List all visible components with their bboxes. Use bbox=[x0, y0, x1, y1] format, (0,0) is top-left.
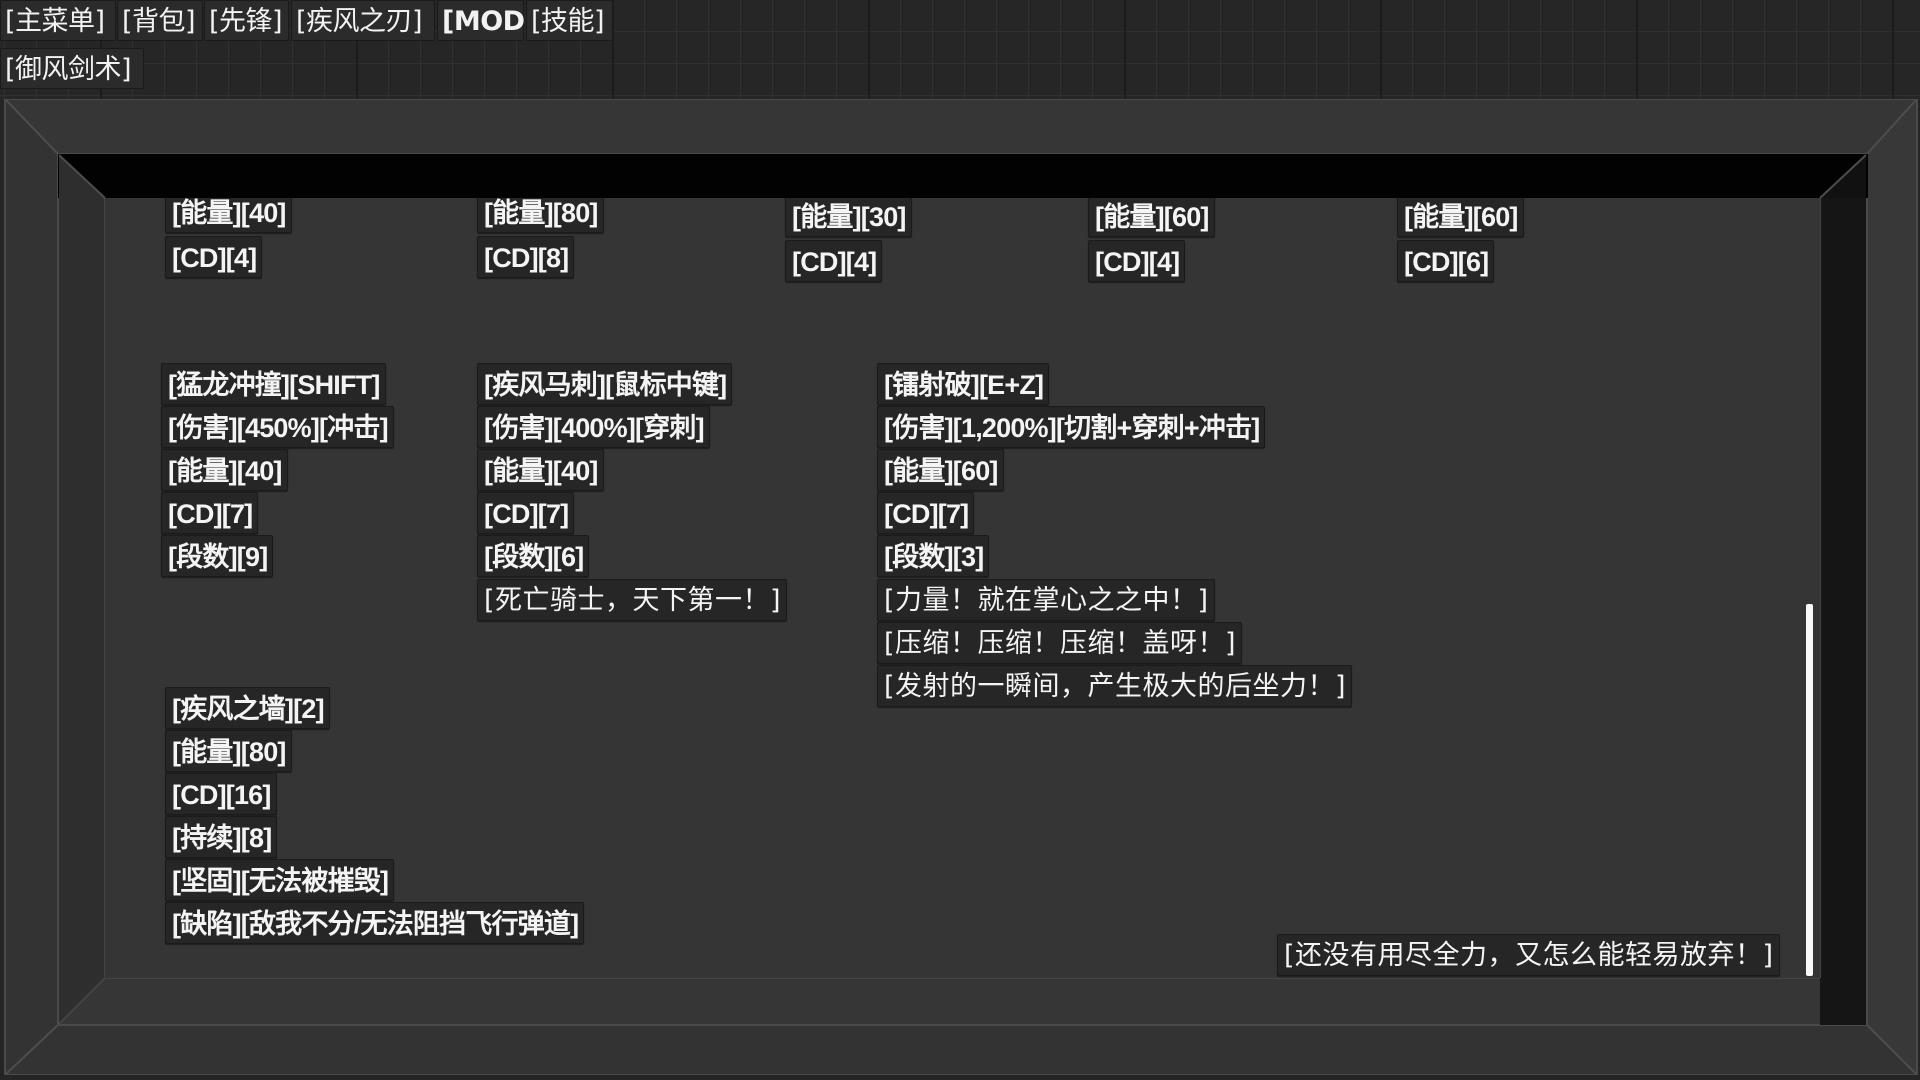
skill-gale-wall-title: [疾风之墙][2] bbox=[165, 687, 330, 729]
skill-laser-break-energy: [能量][60] bbox=[877, 449, 1004, 491]
skill-top-1-energy: [能量][40] bbox=[165, 198, 292, 233]
skill-laser-break-quote-2: [压缩！压缩！压缩！盖呀！] bbox=[877, 622, 1243, 664]
scrollbar-thumb[interactable] bbox=[1806, 604, 1813, 976]
skill-gale-spur-title: [疾风马刺][鼠标中键] bbox=[477, 363, 733, 405]
nav-main-menu-button[interactable]: [主菜单] bbox=[0, 0, 116, 41]
skill-laser-break-cd: [CD][7] bbox=[877, 492, 975, 534]
skill-top-5-cd: [CD][6] bbox=[1397, 240, 1495, 282]
skill-gale-spur-quote: [死亡骑士，天下第一！] bbox=[477, 579, 788, 621]
skill-top-5-energy: [能量][60] bbox=[1397, 198, 1524, 237]
skill-gale-wall-duration: [持续][8] bbox=[165, 816, 278, 858]
skill-dragon-charge-title: [猛龙冲撞][SHIFT] bbox=[161, 363, 386, 405]
skill-top-4-cd: [CD][4] bbox=[1088, 240, 1186, 282]
skill-laser-break-hits: [段数][3] bbox=[877, 535, 990, 577]
nav-vanguard-button[interactable]: [先锋] bbox=[204, 0, 289, 41]
nav-gale-blade-button[interactable]: [疾风之刃] bbox=[291, 0, 435, 41]
nav-backpack-button[interactable]: [背包] bbox=[117, 0, 203, 41]
footer-quote: [还没有用尽全力，又怎么能轻易放弃！] bbox=[1277, 934, 1780, 976]
skill-laser-break-title: [镭射破][E+Z] bbox=[877, 363, 1050, 405]
skill-dragon-charge-cd: [CD][7] bbox=[161, 492, 259, 534]
skill-dragon-charge-damage: [伤害][450%][冲击] bbox=[161, 406, 394, 448]
top-shadow-band bbox=[58, 154, 1868, 198]
nav-wind-sword-art-button[interactable]: [御风剑术] bbox=[0, 48, 144, 89]
skill-gale-spur-cd: [CD][7] bbox=[477, 492, 575, 534]
skill-top-2-energy: [能量][80] bbox=[477, 198, 604, 233]
skill-dragon-charge-energy: [能量][40] bbox=[161, 449, 288, 491]
skill-top-2-cd: [CD][8] bbox=[477, 236, 575, 278]
skill-laser-break-quote-1: [力量！就在掌心之之中！] bbox=[877, 579, 1215, 621]
skill-gale-wall-flaw: [缺陷][敌我不分/无法阻挡飞行弹道] bbox=[165, 902, 585, 944]
skills-scroll-area[interactable]: [能量][40] [CD][4] [能量][80] [CD][8] [能量][3… bbox=[105, 198, 1820, 978]
skill-gale-spur-hits: [段数][6] bbox=[477, 535, 590, 577]
skill-top-4-energy: [能量][60] bbox=[1088, 198, 1215, 237]
skill-gale-spur-energy: [能量][40] bbox=[477, 449, 604, 491]
skill-dragon-charge-hits: [段数][9] bbox=[161, 535, 274, 577]
right-inner-bevel bbox=[1820, 198, 1866, 1025]
skill-gale-wall-cd: [CD][16] bbox=[165, 773, 277, 815]
skill-gale-spur-damage: [伤害][400%][穿刺] bbox=[477, 406, 710, 448]
skill-gale-wall-sturdy: [坚固][无法被摧毁] bbox=[165, 859, 395, 901]
skill-top-3-cd: [CD][4] bbox=[785, 240, 883, 282]
skill-laser-break-quote-3: [发射的一瞬间，产生极大的后坐力！] bbox=[877, 665, 1353, 707]
nav-mod-button[interactable]: [MOD] bbox=[437, 0, 537, 41]
skill-laser-break-damage: [伤害][1,200%][切割+穿刺+冲击] bbox=[877, 406, 1266, 448]
skill-top-3-energy: [能量][30] bbox=[785, 198, 912, 237]
skill-gale-wall-energy: [能量][80] bbox=[165, 730, 292, 772]
skill-top-1-cd: [CD][4] bbox=[165, 236, 263, 278]
nav-skills-button[interactable]: [技能] bbox=[526, 0, 613, 41]
